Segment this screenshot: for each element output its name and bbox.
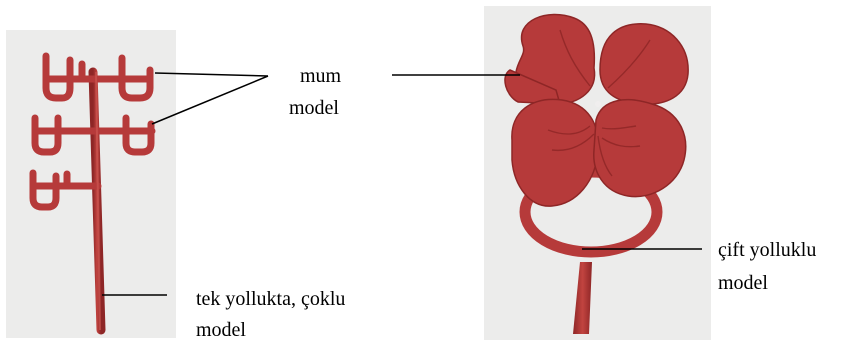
double-runner-flower-photo	[484, 6, 711, 340]
label-single-runner-line1: tek yollukta, çoklu	[196, 288, 345, 310]
label-wax-model-line1: mum	[300, 65, 342, 87]
label-double-runner-line2: model	[718, 272, 768, 294]
label-wax-model-line2: model	[289, 97, 339, 119]
label-single-runner-line2: model	[196, 319, 246, 341]
multi-model-tree-photo	[6, 30, 176, 338]
label-double-runner-line1: çift yolluklu	[718, 239, 816, 261]
